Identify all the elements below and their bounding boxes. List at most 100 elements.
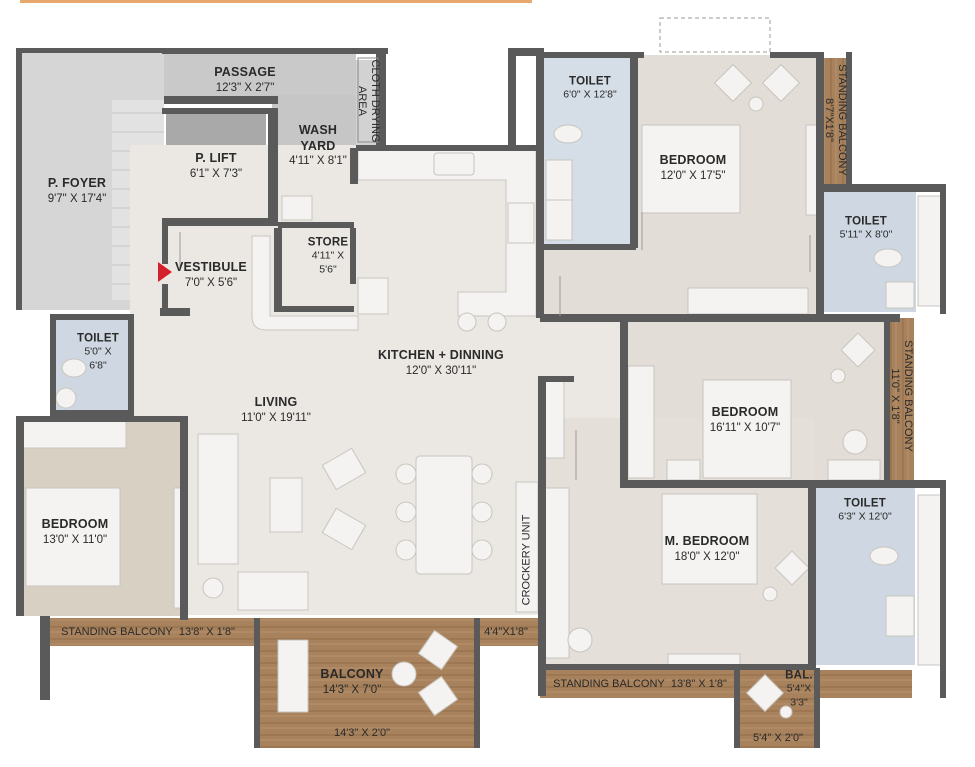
toilet-top-shower xyxy=(545,199,573,241)
standing-balcony-mr-floor xyxy=(888,318,914,480)
room-label-p-lift: P. LIFT 6'1" X 7'3" xyxy=(190,151,242,181)
bed-mid xyxy=(702,379,792,479)
room-name: TOILET xyxy=(844,497,886,510)
room-name: STANDING BALCONY xyxy=(61,626,173,638)
side-table xyxy=(842,429,868,455)
room-name: P. LIFT xyxy=(195,151,237,165)
room-name: BEDROOM xyxy=(659,153,727,167)
room-label-vestibule: VESTIBULE 7'0" X 5'6" xyxy=(175,260,247,290)
side-table xyxy=(830,368,846,384)
room-name: TOILET xyxy=(845,215,887,228)
dining-chair xyxy=(395,463,417,485)
room-name: BALCONY xyxy=(320,667,384,681)
bench-mid xyxy=(666,459,701,481)
window-master-toilet xyxy=(917,494,943,666)
room-label-bal: BAL. 5'4"X 3'3" xyxy=(785,669,813,710)
room-label-cloth-drying: CLOTH DRYING AREA xyxy=(355,60,381,143)
room-label-toilet-right: TOILET 5'11" X 8'0" xyxy=(840,214,893,242)
standing-balcony-right-floor xyxy=(540,670,912,698)
bed-left xyxy=(25,487,121,587)
room-dimensions: 6'3" X 12'0" xyxy=(838,510,892,523)
room-dimensions: 18'0" X 12'0" xyxy=(674,550,740,563)
room-dimensions: 8'7"X1'8" xyxy=(823,98,835,142)
room-label-balcony-2: 14'3" X 2'0" xyxy=(334,727,390,739)
room-name: STANDING BALCONY xyxy=(836,64,849,176)
room-dimensions: 13'0" X 11'0" xyxy=(42,533,108,546)
armchair xyxy=(840,332,876,368)
balcony-chair xyxy=(417,629,459,671)
room-name: M. BEDROOM xyxy=(664,534,750,548)
balcony-chair xyxy=(417,675,459,717)
room-dimensions: 4'11" X xyxy=(311,250,345,263)
bar-stool xyxy=(487,312,507,332)
room-label-toilet-left: TOILET 5'0" X 6'8" xyxy=(77,332,119,373)
room-label-p-foyer: P. FOYER 9'7" X 17'4" xyxy=(48,176,107,206)
room-name: STORE xyxy=(307,236,349,249)
cloth-drying-floor xyxy=(356,60,378,145)
room-label-m-bedroom: M. BEDROOM 18'0" X 12'0" xyxy=(665,534,750,564)
sofa-bottom xyxy=(237,571,309,611)
top-accent-bar xyxy=(20,0,532,3)
room-label-passage: PASSAGE 12'3" X 2'7" xyxy=(214,65,276,95)
room-label-living: LIVING 11'0" X 19'11" xyxy=(241,395,311,425)
kitchen-sink xyxy=(433,152,475,176)
toilet-top-vanity xyxy=(545,159,573,201)
dining-chair xyxy=(471,463,493,485)
room-label-standing-balcony-right: STANDING BALCONY 13'8" X 1'8" xyxy=(553,678,727,690)
room-label-standing-balcony-tr: STANDING BALCONY 8'7"X1'8" xyxy=(822,64,848,176)
cloth-drying-frame xyxy=(357,57,379,143)
room-dimensions: 9'7" X 17'4" xyxy=(47,192,107,205)
room-label-wash-yard: WASH YARD 4'11" X 8'1" xyxy=(289,123,347,169)
balcony-daybed xyxy=(277,639,309,713)
room-name: PASSAGE xyxy=(214,65,276,79)
passage-floor xyxy=(164,52,356,100)
room-name: TOILET xyxy=(569,75,611,88)
dining-table xyxy=(415,455,473,575)
bed-top xyxy=(641,124,741,214)
room-label-toilet-master: TOILET 6'3" X 12'0" xyxy=(838,496,892,524)
room-dimensions: 11'0" X 19'11" xyxy=(241,411,311,424)
room-dimensions: 12'3" X 2'7" xyxy=(215,81,275,94)
bal-table xyxy=(779,705,793,719)
armchair xyxy=(774,550,810,586)
room-label-small-balcony: 4'4"X1'8" xyxy=(484,626,528,638)
room-label-balcony: BALCONY 14'3" X 7'0" xyxy=(320,667,383,697)
balcony-table xyxy=(391,661,417,687)
room-label-standing-balcony-left: STANDING BALCONY 13'8" X 1'8" xyxy=(61,626,235,638)
room-name: VESTIBULE xyxy=(175,260,247,274)
wardrobe-left xyxy=(21,419,127,449)
room-name: BEDROOM xyxy=(41,517,109,531)
room-label-bal-2: 5'4" X 2'0" xyxy=(753,732,803,744)
standing-balcony-tr-floor xyxy=(822,58,848,186)
armchair xyxy=(761,63,801,103)
room-label-crockery: CROCKERY UNIT xyxy=(520,515,533,606)
lounge-chair xyxy=(321,507,367,551)
dining-chair xyxy=(471,539,493,561)
room-name: BEDROOM xyxy=(711,405,779,419)
room-dimensions: 5'4"X xyxy=(786,683,812,696)
room-name: WASH xyxy=(298,123,338,138)
dining-chair xyxy=(395,539,417,561)
entrance-arrow-icon xyxy=(158,262,172,282)
side-table xyxy=(202,577,224,599)
room-label-bedroom-mid: BEDROOM 16'11" X 10'7" xyxy=(710,405,781,435)
room-name: LIVING xyxy=(254,395,298,409)
room-dimensions: 5'0" X xyxy=(84,346,112,359)
room-name: BAL. xyxy=(785,669,813,682)
room-dimensions: 5'6" xyxy=(319,263,337,276)
room-dimensions: 5'4" X 2'0" xyxy=(753,732,803,744)
tv-panel-mid xyxy=(627,365,655,479)
room-dimensions: 7'0" X 5'6" xyxy=(184,276,238,289)
room-name: STANDING BALCONY xyxy=(902,340,915,452)
room-label-bedroom-top: BEDROOM 12'0" X 17'5" xyxy=(660,153,727,183)
room-dimensions: 6'8" xyxy=(89,359,107,372)
room-dimensions: 6'0" X 12'8" xyxy=(563,88,617,101)
room-dimensions: 6'1" X 7'3" xyxy=(189,167,243,180)
bench-mid xyxy=(827,459,881,481)
toilet-right-wc xyxy=(873,248,903,268)
bal-chair xyxy=(745,673,785,713)
room-dimensions: 12'0" X 30'11" xyxy=(405,364,477,377)
coffee-table xyxy=(269,477,303,533)
wardrobe-master xyxy=(544,487,570,659)
